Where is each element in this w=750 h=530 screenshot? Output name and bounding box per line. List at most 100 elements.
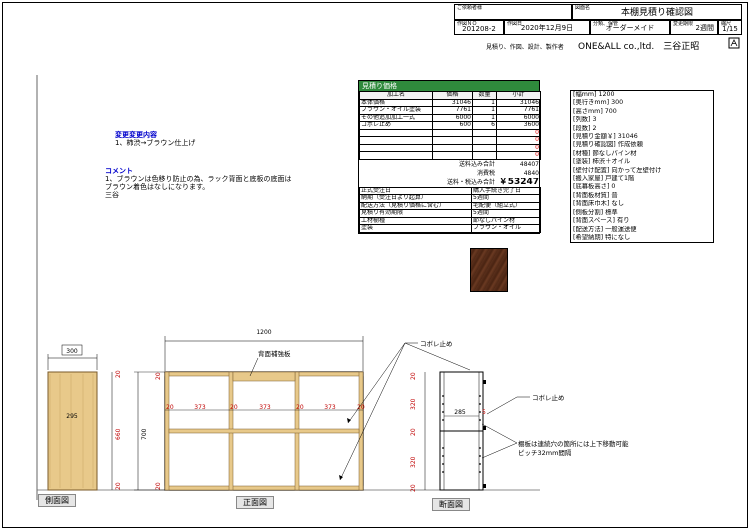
tax-value: 4840	[523, 169, 539, 177]
section-bottom-dim: 20	[410, 484, 417, 492]
section-view-label: 断面図	[432, 498, 470, 511]
drawing-no-cell: 作図ＮＯ 201208-2	[454, 20, 504, 35]
side-panel	[47, 371, 98, 491]
front-top-dim: 20	[155, 372, 162, 380]
front-view: 1200 20 373 20 373 20 373 20 700 20 20 背…	[134, 329, 365, 491]
front-gap-a-dim: 20	[166, 404, 174, 411]
side-inner-dim: 295	[66, 413, 78, 420]
table-row: 0	[359, 151, 541, 160]
shelf-note-line-2: ピッチ32mm間隔	[518, 448, 572, 457]
side-view: 300 295 20 660 20	[47, 344, 122, 491]
date-label: 作図日	[507, 21, 523, 27]
section-view: 285 5 20 320 20 320 20 コボレ止め 棚板は連続穴の箇所には…	[410, 371, 629, 492]
estimate-title: 見積り価格	[359, 81, 539, 91]
front-width-dim: 1200	[256, 329, 271, 336]
drawing-no-label: 作図ＮＯ	[457, 21, 478, 27]
company-name: ONE&ALL co.,ltd. 三谷正昭	[578, 42, 700, 52]
info-value: ブラウン・オイル	[471, 224, 541, 233]
scale-cell: 縮尺 1/15	[718, 20, 742, 35]
drawing-no-value: 201208-2	[462, 25, 496, 33]
spec-item: [奥行きmm] 300	[573, 99, 624, 107]
spec-item: [高さmm] 700	[573, 107, 617, 115]
spill-stop-label-1: コボレ止め	[420, 339, 453, 348]
customer-cell: ご依頼者様	[454, 4, 572, 20]
spill-stop-label-2: コボレ止め	[532, 393, 565, 402]
lead-time-label: 変更期限	[673, 21, 694, 27]
front-gap-c-dim: 20	[296, 404, 304, 411]
spec-item: [見積り金額￥] 31046	[573, 133, 638, 141]
spec-item: [段数] 2	[573, 124, 597, 132]
spec-item: [配送方法] 一般運送便	[573, 225, 637, 233]
spec-item: [希望納期] 特になし	[573, 233, 631, 241]
front-gap-b-dim: 20	[230, 404, 238, 411]
date-value: 2020年12月9日	[520, 24, 574, 32]
spec-item: [塗装] 柿渋＋オイル	[573, 158, 631, 166]
spec-item: [背面スペース] 有り	[573, 217, 630, 225]
section-mid-dim: 20	[410, 428, 417, 436]
section-lower-dim: 320	[410, 456, 417, 468]
spec-item: [底幕板高さ] 0	[573, 183, 616, 191]
spec-item: [背面板材質] 普	[573, 191, 618, 199]
scale-label: 縮尺	[721, 21, 732, 27]
front-view-label: 正面図	[236, 496, 274, 509]
total-label: 送料・税込み合計	[446, 178, 495, 186]
comment-body: 1、ブラウンは色移り防止の為、ラック背面と底板の底面は ブラウン着色はなしになり…	[105, 175, 292, 199]
drawing-name-label: 図面名	[575, 5, 591, 11]
back-reinforce-board	[232, 371, 296, 382]
side-top-dim: 20	[115, 370, 122, 378]
front-gap-d-dim: 20	[357, 404, 365, 411]
front-col2-dim: 373	[259, 404, 271, 411]
subtotal-row: 送料込み合計 48407	[359, 160, 540, 169]
row-subtotal: 0	[496, 151, 541, 160]
spec-item: [側板分割] 標準	[573, 208, 618, 216]
shelf-note-line-1: 棚板は連続穴の箇所には上下移動可能	[518, 439, 629, 448]
category-cell: 分類、保管 オーダーメイド	[590, 20, 670, 35]
color-swatch	[470, 248, 508, 292]
lead-time-value: 2週間	[695, 24, 714, 32]
category-label: 分類、保管	[593, 21, 619, 27]
change-note-title: 変更変更内容	[115, 131, 157, 139]
date-cell: 作図日 2020年12月9日	[504, 20, 590, 35]
spec-item: [幅mm] 1200	[573, 91, 615, 98]
side-bottom-dim: 20	[115, 482, 122, 490]
change-note-body: 1、柿渋→ブラウン仕上げ	[115, 139, 196, 147]
drawing-name-cell: 図面名 本棚見積り確認図	[572, 4, 742, 20]
total-row: 送料・税込み合計 ￥53247	[359, 178, 540, 187]
section-inner-dim: 285	[454, 409, 466, 416]
scale-value: 1/15	[722, 25, 738, 33]
info-row: 塗装ブラウン・オイル	[359, 224, 541, 233]
subtotal-label: 送料込み合計	[458, 160, 495, 168]
front-col3-dim: 373	[324, 404, 336, 411]
customer-label: ご依頼者様	[457, 5, 483, 11]
total-value: ￥53247	[498, 177, 539, 187]
estimate-info: 正式受注日購入手続き完了日 納期（受注日より起算）5週間 配送方法（見積り価格に…	[359, 186, 541, 233]
section-top-dim: 20	[410, 372, 417, 380]
front-bottom-dim: 20	[155, 482, 162, 490]
subtotal-value: 48407	[519, 160, 539, 168]
spec-item: [搬入家屋] 戸建て1階	[573, 175, 635, 183]
side-height-dim: 660	[115, 428, 122, 440]
category-value: オーダーメイド	[605, 24, 655, 32]
spec-item: [見積り確認図] 作成依頼	[573, 141, 643, 149]
back-reinforce-label: 背面補強板	[258, 349, 291, 358]
front-col1-dim: 373	[194, 404, 206, 411]
lead-time-cell: 変更期限 2週間	[670, 20, 718, 35]
spec-item: [壁付け配置] 向かって左壁付け	[573, 166, 662, 174]
drawing-name-value: 本棚見積り確認図	[620, 8, 693, 18]
tax-label: 消費税	[476, 169, 495, 177]
spec-item: [背面床巾木] なし	[573, 200, 624, 208]
section-side-dim: 5	[482, 409, 486, 416]
section-upper-dim: 320	[410, 398, 417, 410]
spec-item: [列数] 3	[573, 116, 597, 124]
spec-list: [幅mm] 1200 [奥行きmm] 300 [高さmm] 700 [列数] 3…	[570, 90, 714, 244]
estimate-summary: 送料込み合計 48407 消費税 4840 送料・税込み合計 ￥53247	[359, 160, 540, 187]
comment-title: コメント	[105, 167, 133, 175]
spec-item: [材種] 節なしパイン材	[573, 149, 637, 157]
tax-row: 消費税 4840	[359, 169, 540, 178]
company-services: 見積り、作図、設計、製作者	[486, 44, 564, 51]
side-depth-dim: 300	[66, 348, 78, 355]
